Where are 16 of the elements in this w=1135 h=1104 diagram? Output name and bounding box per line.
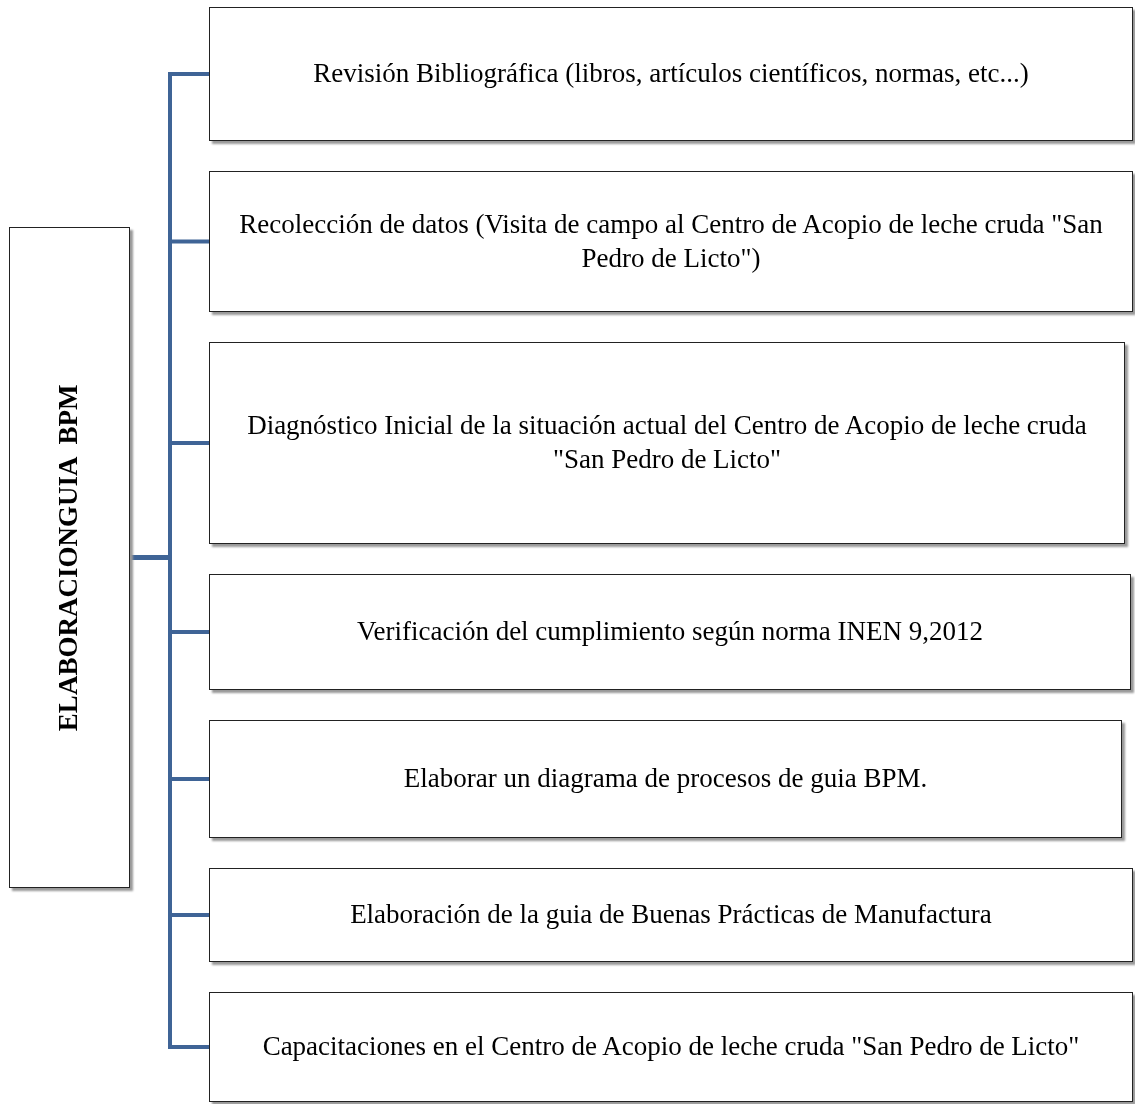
- step-text: Verificación del cumplimiento según norma INEN 9,2012: [355, 615, 985, 649]
- step-text: Diagnóstico Inicial de la situación actual del Centro de Acopio de leche cruda "San Pedro de Licto": [246, 409, 1088, 476]
- step-box: [209, 992, 1133, 1102]
- step-box: [209, 171, 1133, 312]
- step-box: [209, 720, 1122, 838]
- step-box: [209, 7, 1133, 141]
- vertical-title: ELABORACIONGUIA BPM: [52, 384, 85, 731]
- step-text: Elaboración de la guia de Buenas Prácticas de Manufactura: [349, 898, 993, 932]
- step-text: Capacitaciones en el Centro de Acopio de leche cruda "San Pedro de Licto": [261, 1030, 1081, 1064]
- step-box: [209, 342, 1125, 544]
- title-box: [9, 227, 130, 888]
- step-box: [209, 868, 1133, 962]
- step-text: Elaborar un diagrama de procesos de guia BPM.: [402, 762, 929, 796]
- step-text: Recolección de datos (Visita de campo al Centro de Acopio de leche cruda "San Pedro de Licto"): [238, 207, 1104, 275]
- step-box: [209, 574, 1131, 690]
- step-text: Revisión Bibliográfica (libros, artículos científicos, normas, etc...): [312, 57, 1030, 91]
